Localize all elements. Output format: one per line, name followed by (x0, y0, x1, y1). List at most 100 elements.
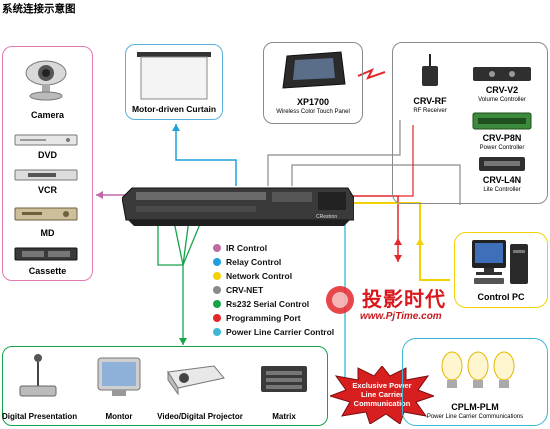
rack-badge: CRestron (316, 214, 338, 220)
touch-panel-image (281, 48, 347, 92)
legend-label: Relay Control (226, 257, 282, 267)
ir-arrow (96, 191, 103, 199)
vcr-icon (14, 169, 78, 181)
programming-arrow-bot (394, 255, 402, 262)
curtain-group (125, 44, 223, 120)
rf-receiver-icon (422, 54, 438, 86)
legend-dot-icon (213, 286, 221, 294)
dvd-player-icon (14, 134, 78, 146)
cassette-image (14, 246, 78, 262)
lamps-image (438, 348, 518, 396)
watermark-sunburst-icon (326, 286, 354, 314)
relay-arrow (172, 124, 180, 131)
legend-item: IR Control (213, 242, 267, 254)
crv-v2-image (472, 66, 532, 82)
legend-label: IR Control (226, 243, 268, 253)
programming-arrow-top (394, 238, 402, 245)
projector-image (164, 362, 226, 396)
watermark-brand: 投影时代 (362, 289, 446, 311)
control-processor (121, 184, 355, 228)
crv-l4n-label: CRV-L4N (482, 175, 522, 185)
dvd-label: DVD (37, 150, 57, 160)
matrix-label: Matrix (272, 412, 296, 421)
crv-rf-sub: RF Receiver (413, 108, 447, 114)
plc-callout: Exclusive Power Line Carrier Communicati… (328, 365, 436, 425)
legend-item: Programming Port (213, 312, 301, 324)
crv-p8n-label: CRV-P8N (482, 133, 522, 143)
computer-icon (472, 240, 528, 284)
camera-label: Camera (30, 110, 65, 120)
watermark-url: www.PjTime.com (360, 311, 442, 322)
power-controller-icon (472, 112, 532, 130)
legend-item: Network Control (213, 270, 292, 282)
projector-label: Video/Digital Projector (157, 412, 243, 421)
md-label: MD (40, 228, 55, 238)
crv-l4n-image (478, 156, 526, 172)
crv-p8n-image (472, 112, 532, 130)
md-image (14, 206, 78, 222)
legend-dot-icon (213, 300, 221, 308)
legend-item: Power Line Carrier Control (213, 326, 334, 338)
crv-v2-sub: Volume Controller (478, 97, 526, 103)
digital-presentation-image (16, 352, 60, 400)
plc-callout-line1: Exclusive Power (352, 381, 412, 390)
serial-arrow (179, 338, 187, 345)
camera-icon (25, 60, 67, 101)
control-pc-label: Control PC (477, 292, 525, 302)
crv-rf-label: CRV-RF (413, 96, 447, 106)
control-pc-image (470, 238, 532, 288)
document-camera-icon (19, 354, 57, 397)
light-bulb-icon (441, 351, 515, 388)
crvnet-line (267, 120, 401, 186)
av-devices-group (2, 346, 328, 426)
watermark-logo (320, 280, 360, 320)
curtain-image (137, 52, 211, 100)
matrix-image (260, 362, 308, 396)
legend-label: Power Line Carrier Control (226, 327, 335, 337)
dvd-image (14, 133, 78, 147)
monitor-label: Montor (105, 412, 133, 421)
legend-dot-icon (213, 272, 221, 280)
cplm-sub: Power Line Carrier Communications (426, 414, 524, 420)
vcr-image (14, 168, 78, 182)
relay-line (175, 124, 237, 186)
starburst-icon (328, 365, 436, 425)
legend-dot-icon (213, 258, 221, 266)
curtain-icon (137, 52, 211, 100)
volume-controller-icon (473, 67, 531, 81)
legend-item: Relay Control (213, 256, 281, 268)
legend-item: Rs232 Serial Control (213, 298, 309, 310)
network-arrow (416, 238, 424, 245)
xp1700-sub: Wireless Color Touch Panel (276, 109, 350, 115)
plc-devices-group (402, 338, 548, 426)
cassette-deck-icon (14, 247, 78, 261)
media-devices-group (2, 46, 93, 281)
control-pc-group (454, 232, 548, 308)
page-title: 系统连接示意图 (2, 3, 76, 15)
cplm-label: CPLM-PLM (451, 402, 499, 412)
cassette-label: Cassette (28, 266, 67, 276)
legend-label: Programming Port (226, 313, 301, 323)
digital-presentation-label: Digital Presentation (2, 412, 78, 421)
control-processor-icon (121, 187, 355, 226)
legend-dot-icon (213, 328, 221, 336)
projector-icon (167, 365, 225, 396)
crv-v2-label: CRV-V2 (485, 85, 519, 95)
controllers-group (392, 42, 548, 204)
legend-label: Network Control (226, 271, 293, 281)
touch-panel-icon (282, 51, 346, 89)
rf-line (398, 125, 414, 197)
crvnet-line-2 (291, 164, 461, 205)
md-player-icon (14, 207, 78, 221)
vcr-label: VCR (37, 185, 57, 195)
curtain-label: Motor-driven Curtain (131, 104, 217, 114)
legend-dot-icon (213, 314, 221, 322)
crv-rf-image (418, 54, 442, 88)
touch-panel-group (263, 42, 363, 124)
crv-l4n-sub: Lite Controller (483, 187, 521, 193)
legend-dot-icon (213, 244, 221, 252)
plc-callout-line3: Communication (353, 399, 411, 408)
legend-label: Rs232 Serial Control (226, 299, 310, 309)
camera-image (20, 58, 72, 102)
